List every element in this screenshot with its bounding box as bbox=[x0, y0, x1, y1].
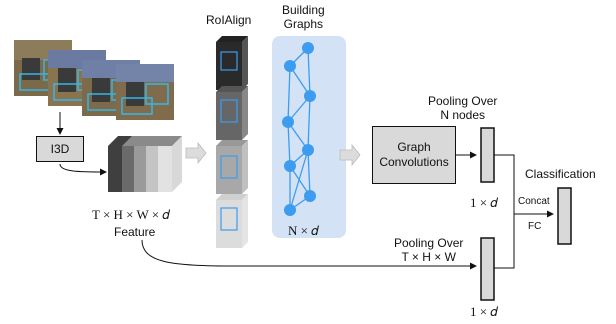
arrow-feature-to-pool bbox=[141, 239, 477, 270]
pooled-out-dims-label: 1 × 𝑑 bbox=[470, 304, 498, 319]
graph-node bbox=[302, 144, 314, 156]
node-dims-label: N × 𝑑 bbox=[288, 223, 319, 238]
graph-conv-label: Graph Convolutions bbox=[379, 140, 449, 169]
roi-crop-1 bbox=[216, 36, 248, 90]
graph-out-dims-label: 1 × 𝑑 bbox=[470, 195, 498, 210]
pooling-thw-label: Pooling Over T × H × W bbox=[394, 236, 464, 265]
fc-label: FC bbox=[528, 221, 542, 232]
graph-node bbox=[282, 116, 294, 128]
video-frame-4 bbox=[116, 64, 174, 120]
concat-label: Concat bbox=[518, 196, 550, 207]
roi-crop-3 bbox=[216, 140, 248, 194]
classification-vector bbox=[557, 187, 572, 245]
feature-label: Feature bbox=[114, 225, 156, 239]
graph-node bbox=[284, 160, 296, 172]
i3d-box: I3D bbox=[36, 136, 84, 162]
graph-node bbox=[284, 60, 296, 72]
graph-node bbox=[304, 90, 316, 102]
roi-crop-2 bbox=[216, 86, 248, 140]
graph-node bbox=[304, 190, 316, 202]
connector-feature-to-concat bbox=[494, 214, 515, 269]
graph-conv-box: Graph Convolutions bbox=[372, 126, 456, 184]
graph-node bbox=[302, 42, 314, 54]
roi-crop-4 bbox=[216, 194, 248, 248]
classification-label: Classification bbox=[525, 167, 596, 181]
arrow-graph-to-graphconv bbox=[339, 143, 361, 167]
video-frames bbox=[14, 40, 174, 120]
graph-edges bbox=[287, 47, 311, 211]
graph-node bbox=[284, 204, 296, 216]
arrow-i3d-to-feature bbox=[59, 163, 107, 176]
graph-pooled-vector bbox=[480, 127, 495, 183]
roialign-label: RoIAlign bbox=[206, 13, 252, 27]
roi-crops bbox=[216, 36, 248, 248]
building-graphs-label: Building Graphs bbox=[282, 3, 325, 31]
feature-dims-label: T × H × W × 𝑑 bbox=[92, 207, 170, 222]
feature-volume bbox=[108, 136, 182, 192]
pooling-nodes-label: Pooling Over N nodes bbox=[428, 94, 498, 123]
arrow-feature-to-roialign bbox=[185, 141, 207, 165]
graph-nodes bbox=[282, 42, 316, 216]
i3d-label: I3D bbox=[50, 142, 70, 156]
connector-graph-to-concat bbox=[494, 154, 515, 214]
feature-pooled-vector bbox=[480, 237, 495, 301]
